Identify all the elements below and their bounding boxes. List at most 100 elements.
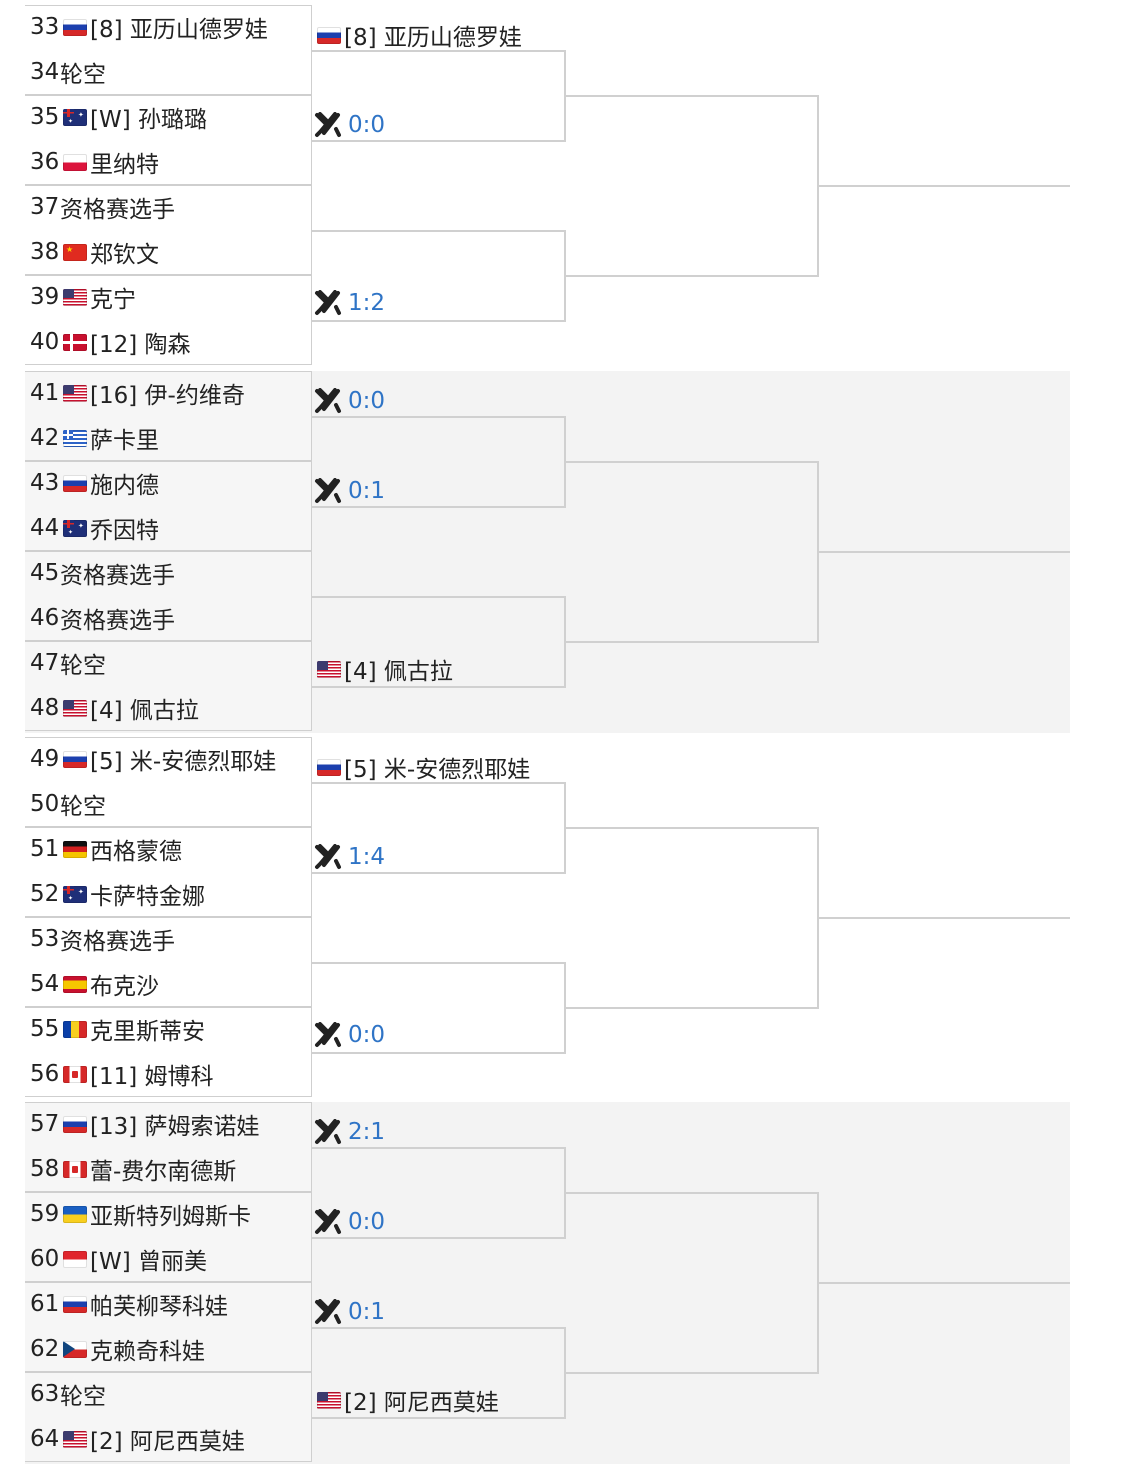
player-name[interactable]: [12] 陶森	[90, 332, 191, 358]
player-name[interactable]: 轮空	[60, 794, 106, 820]
player-name[interactable]: 西格蒙德	[90, 839, 182, 865]
head-to-head-score[interactable]: 0:1	[348, 478, 386, 504]
player-row[interactable]: 33[8] 亚历山德罗娃	[30, 5, 268, 49]
player-name[interactable]: [2] 阿尼西莫娃	[344, 1390, 499, 1416]
round2-match[interactable]: 0:0	[314, 1017, 385, 1053]
connector-line	[565, 275, 818, 277]
round2-match[interactable]: 0:1	[314, 473, 385, 509]
player-row[interactable]: 48 [4] 佩古拉	[30, 686, 199, 730]
player-name[interactable]: [W] 孙璐璐	[90, 107, 207, 133]
head-to-head-score[interactable]: 1:4	[348, 844, 386, 870]
player-row[interactable]: 41[16] 伊-约维奇	[30, 371, 245, 415]
round2-match[interactable]: 0:0	[314, 383, 385, 419]
player-name[interactable]: 轮空	[60, 62, 106, 88]
player-name[interactable]: 郑钦文	[90, 242, 159, 268]
player-name[interactable]: [4] 佩古拉	[90, 698, 199, 724]
player-name[interactable]: [16] 伊-约维奇	[90, 383, 245, 409]
player-name[interactable]: 里纳特	[90, 152, 159, 178]
player-name[interactable]: [11] 姆博科	[90, 1064, 214, 1090]
player-name[interactable]: [8] 亚历山德罗娃	[90, 17, 268, 43]
player-row[interactable]: 57[13] 萨姆索诺娃	[30, 1102, 260, 1146]
round2-player[interactable]: [4] 佩古拉	[314, 651, 453, 687]
round2-match[interactable]: 1:4	[314, 839, 385, 875]
draw-number: 48	[30, 695, 60, 721]
spain-flag-icon	[63, 975, 87, 993]
player-name[interactable]: 资格赛选手	[60, 197, 175, 223]
player-row[interactable]: 52✦✦卡萨特金娜	[30, 872, 205, 916]
connector-line	[312, 416, 565, 418]
player-name[interactable]: 资格赛选手	[60, 563, 175, 589]
head-to-head-score[interactable]: 0:1	[348, 1299, 386, 1325]
player-name[interactable]: 轮空	[60, 653, 106, 679]
player-row[interactable]: 56[11] 姆博科	[30, 1052, 214, 1096]
player-name[interactable]: 资格赛选手	[60, 929, 175, 955]
new-zealand-flag-icon: ✦✦	[63, 108, 87, 126]
player-name[interactable]: [5] 米-安德烈耶娃	[344, 757, 531, 783]
player-row[interactable]: 35✦✦[W] 孙璐璐	[30, 95, 207, 139]
player-name[interactable]: 克宁	[90, 287, 136, 313]
player-name[interactable]: 帕芙柳琴科娃	[90, 1294, 228, 1320]
player-name[interactable]: [W] 曾丽美	[90, 1249, 207, 1275]
round2-match[interactable]: 0:1	[314, 1294, 385, 1330]
player-name[interactable]: [2] 阿尼西莫娃	[90, 1429, 245, 1455]
head-to-head-score[interactable]: 2:1	[348, 1119, 386, 1145]
round2-player[interactable]: [2] 阿尼西莫娃	[314, 1382, 499, 1418]
player-name[interactable]: 轮空	[60, 1384, 106, 1410]
draw-number: 64	[30, 1426, 60, 1452]
player-name[interactable]: 萨卡里	[90, 428, 159, 454]
player-name[interactable]: [8] 亚历山德罗娃	[344, 25, 522, 51]
player-row[interactable]: 60 [W] 曾丽美	[30, 1237, 207, 1281]
player-row[interactable]: 40[12] 陶森	[30, 320, 191, 364]
player-row[interactable]: 49[5] 米-安德烈耶娃	[30, 737, 276, 781]
player-row[interactable]: 44✦✦乔因特	[30, 506, 159, 550]
head-to-head-score[interactable]: 0:0	[348, 388, 386, 414]
round2-player[interactable]: [8] 亚历山德罗娃	[314, 17, 522, 53]
player-row[interactable]: 38★郑钦文	[30, 230, 159, 274]
draw-number: 60	[30, 1246, 60, 1272]
head-to-head-score[interactable]: 1:2	[348, 290, 386, 316]
player-name[interactable]: 卡萨特金娜	[90, 884, 205, 910]
player-name[interactable]: 亚斯特列姆斯卡	[90, 1204, 251, 1230]
player-name[interactable]: [5] 米-安德烈耶娃	[90, 749, 277, 775]
head-to-head-score[interactable]: 0:0	[348, 1209, 386, 1235]
head-to-head-score[interactable]: 0:0	[348, 1022, 386, 1048]
player-name[interactable]: 布克沙	[90, 974, 159, 1000]
player-name[interactable]: [4] 佩古拉	[344, 659, 453, 685]
player-name[interactable]: 蕾-费尔南德斯	[90, 1159, 237, 1185]
player-name[interactable]: 施内德	[90, 473, 159, 499]
player-name[interactable]: [13] 萨姆索诺娃	[90, 1114, 260, 1140]
round2-player[interactable]: [5] 米-安德烈耶娃	[314, 749, 530, 785]
round2-match[interactable]: 1:2	[314, 285, 385, 321]
round2-match[interactable]: 0:0	[314, 107, 385, 143]
player-name[interactable]: 克赖奇科娃	[90, 1339, 205, 1365]
round2-match[interactable]: 0:0	[314, 1204, 385, 1240]
round2-match[interactable]: 2:1	[314, 1114, 385, 1150]
player-name[interactable]: 资格赛选手	[60, 608, 175, 634]
usa-flag-icon	[317, 1391, 341, 1409]
head-to-head-score[interactable]: 0:0	[348, 112, 386, 138]
connector-line	[565, 641, 818, 643]
player-name[interactable]: 克里斯蒂安	[90, 1019, 205, 1045]
player-name[interactable]: 乔因特	[90, 518, 159, 544]
player-row[interactable]: 64 [2] 阿尼西莫娃	[30, 1417, 245, 1461]
draw-number: 47	[30, 650, 60, 676]
